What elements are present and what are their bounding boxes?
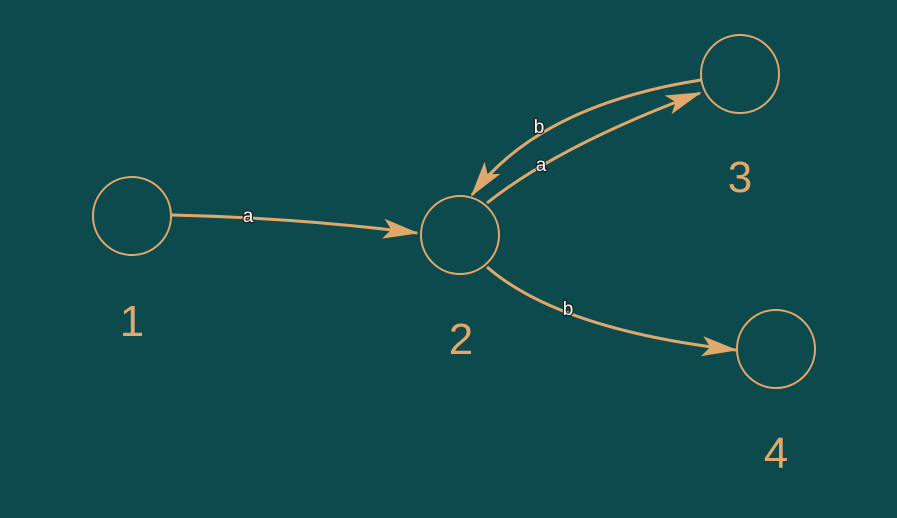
edge-label-2-to-4: b: [563, 299, 574, 320]
edge-label-2-to-3: a: [536, 155, 547, 176]
edge-label-1-to-2: a: [243, 206, 254, 227]
node-label-2: 2: [449, 315, 473, 364]
state-node-4[interactable]: [736, 309, 816, 389]
edge-label-3-to-2: b: [534, 117, 545, 138]
state-node-1[interactable]: [92, 176, 172, 256]
node-label-3: 3: [728, 153, 752, 202]
node-labels-group: 1 2 3 4: [120, 153, 788, 478]
edge-labels-group: a a b b: [242, 116, 575, 321]
edge-2-to-3: [486, 91, 702, 205]
node-label-1: 1: [120, 297, 144, 346]
edges-group: [171, 78, 738, 357]
edge-2-to-4: [486, 265, 738, 357]
state-node-2[interactable]: [420, 195, 500, 275]
edge-1-to-2: [171, 213, 419, 239]
state-node-3[interactable]: [700, 34, 780, 114]
edge-3-to-2: [470, 78, 702, 197]
node-label-4: 4: [764, 429, 788, 478]
nodes-group: [92, 34, 816, 389]
